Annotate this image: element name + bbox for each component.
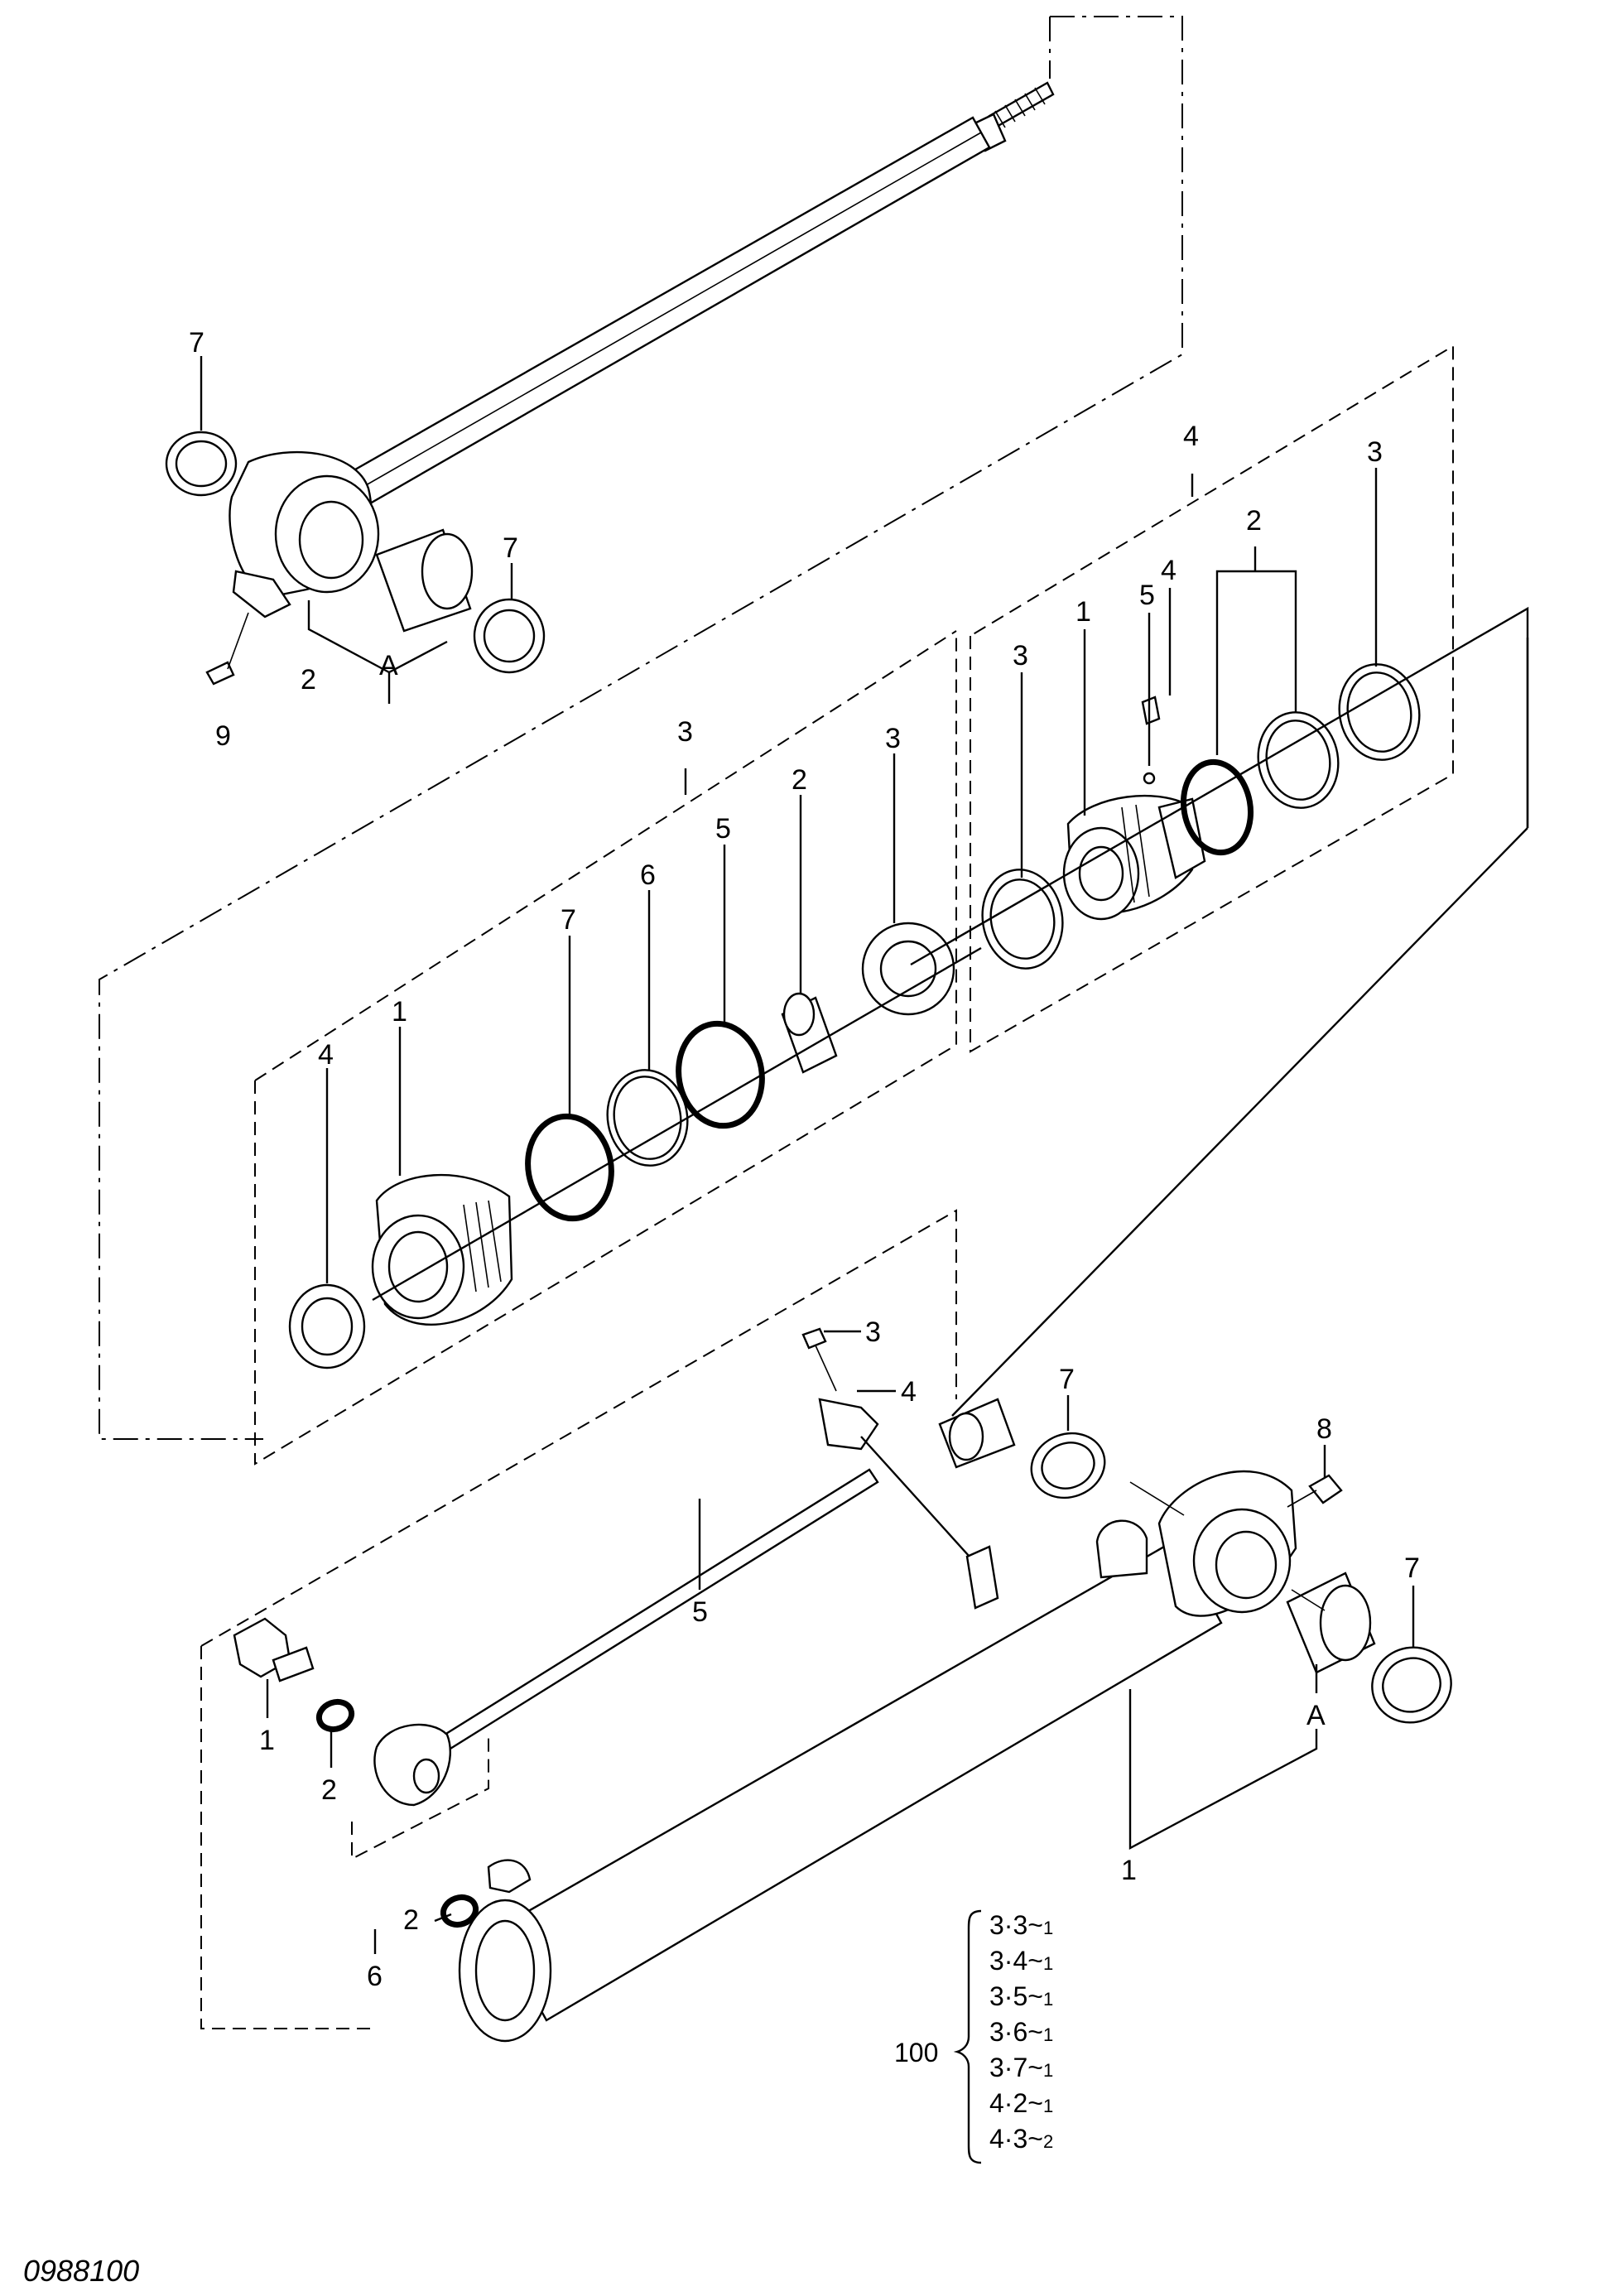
pipe-group <box>200 1209 999 2029</box>
reference-item: 3·3~1 <box>989 1910 1053 1940</box>
callout-o-ring-2: 5 <box>715 813 731 845</box>
callout-seal-right: 7 <box>503 532 518 564</box>
callout-gland: 1 <box>392 996 407 1028</box>
callout-piston-seal: 3 <box>1013 640 1028 671</box>
piston-group <box>910 344 1529 1417</box>
callout-wear-ring: 3 <box>1367 436 1383 468</box>
callout-pipe: 5 <box>692 1596 708 1628</box>
gland-group <box>254 630 982 1466</box>
callout-pin-label: A <box>379 650 398 681</box>
callout-piston: 1 <box>1075 596 1091 628</box>
callout-piston-group: 4 <box>1183 421 1199 452</box>
callout-o-ring-a: 2 <box>321 1774 337 1806</box>
callout-bushing: 2 <box>792 764 807 796</box>
callout-tube-seal-right: 7 <box>1404 1552 1420 1584</box>
reference-item: 3·5~1 <box>989 1981 1053 2011</box>
callout-tube-pin-label: A <box>1306 1700 1326 1731</box>
diagram-code: 0988100 <box>23 2254 139 2288</box>
callout-rod-bush: 2 <box>301 664 316 696</box>
callout-dust-seal: 4 <box>318 1039 334 1071</box>
piston-rod <box>99 16 1183 1440</box>
callout-grease-nipple: 9 <box>215 720 231 752</box>
reference-item: 4·3~2 <box>989 2124 1053 2154</box>
callout-rod-seal: 3 <box>885 723 901 754</box>
callout-piston-o-ring: 2 <box>1246 505 1262 537</box>
callout-set-screw: 4 <box>1161 555 1177 586</box>
callout-o-ring-1: 7 <box>561 904 576 936</box>
reference-items: 3·3~1 3·4~1 3·5~1 3·6~1 3·7~1 4·2~1 4·3~2 <box>989 1910 1053 2154</box>
reference-item: 3·6~1 <box>989 2017 1053 2047</box>
callout-gland-group: 3 <box>677 716 693 748</box>
callout-seal-left: 7 <box>189 327 205 359</box>
callout-pipe-clamp: 4 <box>901 1376 917 1408</box>
callout-tube-grease: 8 <box>1316 1413 1332 1445</box>
callout-pipe-bolt: 3 <box>865 1316 881 1348</box>
callout-pipe-group: 6 <box>367 1961 383 1992</box>
reference-item: 3·7~1 <box>989 2053 1053 2082</box>
reference-item: 3·4~1 <box>989 1946 1053 1976</box>
reference-main-number: 100 <box>894 2038 938 2067</box>
callout-steel-ball: 5 <box>1139 580 1155 611</box>
callout-backup-ring: 6 <box>640 859 656 891</box>
callout-cylinder-tube: 1 <box>1121 1855 1137 1886</box>
reference-item: 4·2~1 <box>989 2088 1053 2118</box>
reference-list <box>953 1909 982 2164</box>
cylinder-tube <box>458 1395 1452 2043</box>
callout-tube-seal-top: 7 <box>1059 1364 1075 1395</box>
callout-o-ring-b: 2 <box>403 1904 419 1936</box>
callout-elbow: 1 <box>259 1725 275 1756</box>
